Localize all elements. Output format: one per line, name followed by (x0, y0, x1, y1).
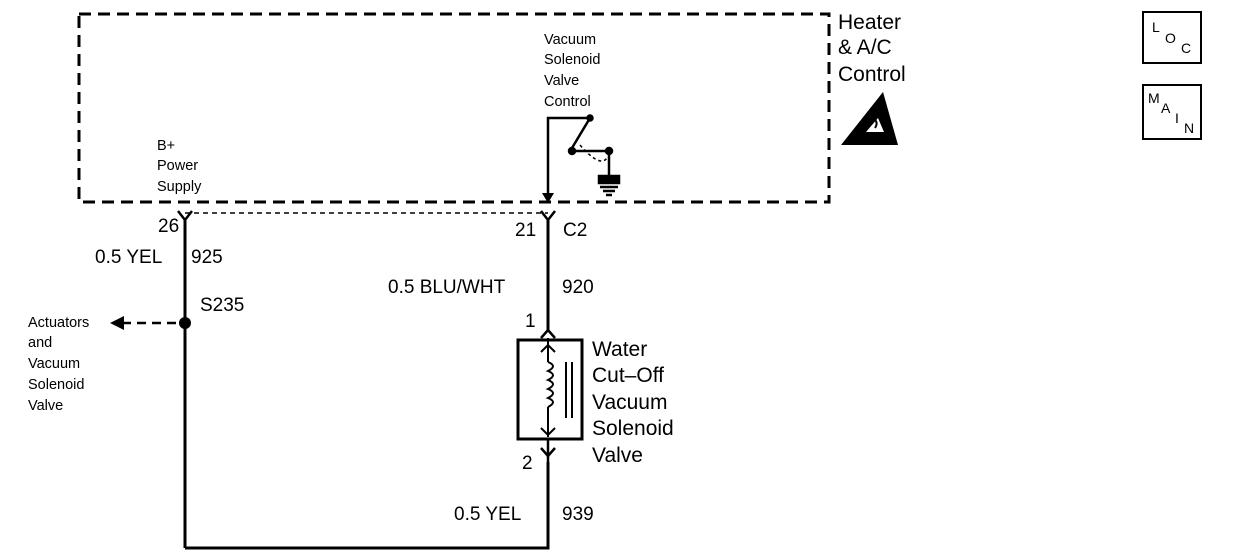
solenoid-body (516, 338, 584, 441)
pin-1-label: 1 (525, 311, 536, 332)
solenoid-label: Water Cut–Off Vacuum Solenoid Valve (592, 338, 680, 467)
splice-destination: Actuators and Vacuum Solenoid Valve (28, 315, 93, 414)
arrow-left-icon (110, 316, 124, 330)
main-letter-n: N (1184, 120, 1195, 136)
wire-939-circuit: 939 (562, 504, 594, 525)
power-supply-label: B+ Power Supply (157, 138, 202, 195)
ground-icon (597, 174, 621, 197)
module-title: Heater & A/C Control (838, 11, 907, 86)
wire-920-color: 0.5 BLU/WHT (388, 277, 506, 298)
connector-c2-label: C2 (563, 220, 587, 241)
wire-920-circuit: 920 (562, 277, 594, 298)
loc-letter-l: L (1152, 19, 1160, 35)
main-button[interactable]: M A I N (1142, 84, 1202, 140)
pin-26-label: 26 (158, 216, 179, 237)
main-letter-a: A (1161, 100, 1171, 116)
solenoid-coil-icon (540, 338, 573, 437)
splice-name: S235 (200, 295, 244, 316)
arrow-down-icon (542, 193, 554, 203)
solenoid-connector-pin-2 (540, 439, 556, 462)
module-boundary (77, 12, 831, 204)
esd-warning-icon (841, 92, 898, 145)
pin-2-label: 2 (522, 453, 533, 474)
wire-939-color: 0.5 YEL (454, 504, 521, 525)
wire-925-color: 0.5 YEL (95, 247, 162, 268)
solenoid-connector-pin-1 (540, 328, 556, 339)
wire-925-circuit: 925 (191, 247, 223, 268)
splice-s235 (179, 317, 191, 329)
main-letter-i: I (1175, 110, 1179, 126)
loc-letter-o: O (1165, 30, 1176, 46)
pin-21-label: 21 (515, 220, 536, 241)
main-letter-m: M (1148, 90, 1160, 106)
wire-939 (185, 462, 550, 550)
loc-letter-c: C (1181, 40, 1192, 56)
loc-button[interactable]: L O C (1142, 11, 1202, 64)
internal-switch (546, 114, 614, 199)
vacuum-control-label: Vacuum Solenoid Valve Control (544, 32, 604, 110)
